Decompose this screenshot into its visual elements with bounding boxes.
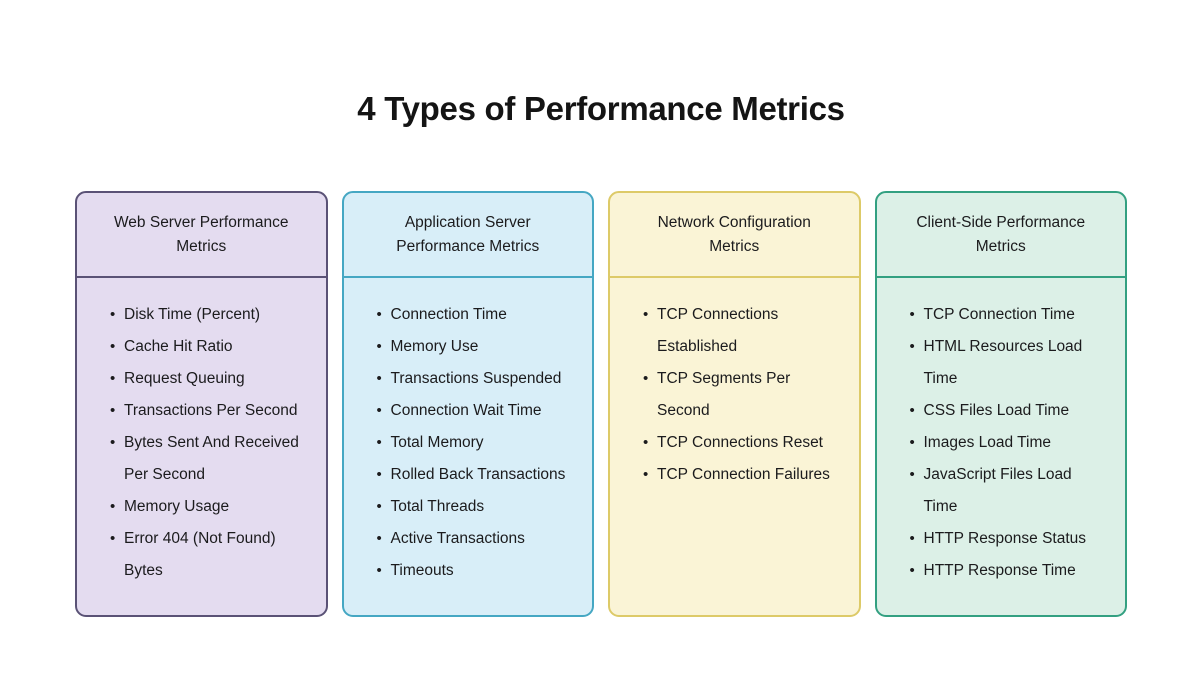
list-item: Connection Wait Time [377, 395, 567, 427]
card-list: TCP Connections EstablishedTCP Segments … [610, 278, 859, 491]
metric-card-network-configuration-metrics: Network Configuration Metrics TCP Connec… [608, 191, 861, 617]
list-item: Images Load Time [910, 427, 1100, 459]
card-header: Network Configuration Metrics [610, 193, 859, 278]
list-item: Rolled Back Transactions [377, 459, 567, 491]
list-item: TCP Connections Reset [643, 427, 833, 459]
list-item: JavaScript Files Load Time [910, 459, 1100, 523]
metric-card-client-side-performance-metrics: Client-Side Performance Metrics TCP Conn… [874, 191, 1127, 617]
card-title: Application Server Performance Metrics [396, 213, 540, 255]
card-list: Disk Time (Percent)Cache Hit RatioReques… [77, 278, 326, 587]
card-list: Connection TimeMemory UseTransactions Su… [344, 278, 593, 587]
list-item: Memory Usage [110, 491, 300, 523]
card-header: Web Server Performance Metrics [77, 193, 326, 278]
card-header: Client-Side Performance Metrics [876, 193, 1125, 278]
card-header: Application Server Performance Metrics [343, 193, 592, 278]
list-item: CSS Files Load Time [910, 395, 1100, 427]
list-item: Cache Hit Ratio [110, 331, 300, 363]
page-title: 4 Types of Performance Metrics [357, 90, 845, 127]
list-item: Error 404 (Not Found) Bytes [110, 523, 300, 587]
list-item: Memory Use [377, 331, 567, 363]
list-item: TCP Connections Established [643, 299, 833, 363]
list-item: TCP Connection Time [910, 299, 1100, 331]
list-item: Total Memory [377, 427, 567, 459]
list-item: Connection Time [377, 299, 567, 331]
cards-row: Web Server Performance Metrics Disk Time… [75, 191, 1127, 617]
list-item: HTTP Response Time [910, 555, 1100, 587]
metric-card-application-server-performance-metrics: Application Server Performance Metrics C… [341, 191, 594, 617]
list-item: TCP Connection Failures [643, 459, 833, 491]
card-title: Web Server Performance Metrics [113, 213, 289, 255]
list-item: TCP Segments Per Second [643, 363, 833, 427]
card-title: Client-Side Performance Metrics [916, 213, 1086, 255]
list-item: Active Transactions [377, 523, 567, 555]
metric-card-web-server-performance-metrics: Web Server Performance Metrics Disk Time… [75, 191, 328, 617]
list-item: Total Threads [377, 491, 567, 523]
list-item: HTML Resources Load Time [910, 331, 1100, 395]
list-item: Transactions Suspended [377, 363, 567, 395]
list-item: Disk Time (Percent) [110, 299, 300, 331]
card-title: Network Configuration Metrics [657, 213, 811, 255]
list-item: Request Queuing [110, 363, 300, 395]
list-item: Transactions Per Second [110, 395, 300, 427]
list-item: HTTP Response Status [910, 523, 1100, 555]
card-list: TCP Connection TimeHTML Resources Load T… [877, 278, 1126, 587]
list-item: Timeouts [377, 555, 567, 587]
list-item: Bytes Sent And Received Per Second [110, 427, 300, 491]
